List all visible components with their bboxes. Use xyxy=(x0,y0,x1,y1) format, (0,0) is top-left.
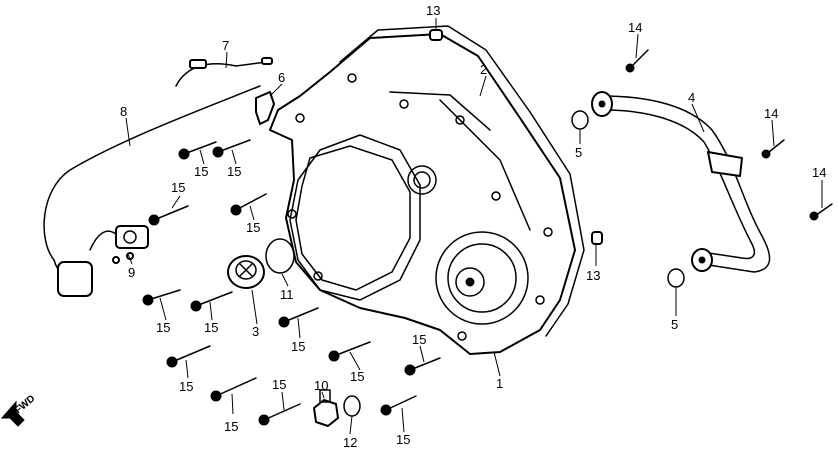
cover-gasket xyxy=(339,25,585,337)
drain-bolt xyxy=(313,389,339,427)
callout-5a: 5 xyxy=(575,145,582,160)
callout-14b: 14 xyxy=(764,106,778,121)
callout-2: 2 xyxy=(480,62,487,77)
callout-14a: 14 xyxy=(628,20,642,35)
bolts-15 xyxy=(142,139,441,426)
oil-pipe xyxy=(591,91,771,273)
callout-9: 9 xyxy=(128,265,135,280)
callout-15c: 15 xyxy=(171,180,185,195)
sealing-washer-upper xyxy=(571,110,589,130)
dowel-pin-lower xyxy=(591,231,603,245)
callout-8: 8 xyxy=(120,104,127,119)
callout-4: 4 xyxy=(688,90,695,105)
callout-13a: 13 xyxy=(426,3,440,18)
callout-15b: 15 xyxy=(227,164,241,179)
callout-15a: 15 xyxy=(194,164,208,179)
bolt-14-a xyxy=(625,49,649,73)
callout-numbers: 1 2 3 4 5 5 6 7 8 9 10 11 12 13 13 14 14… xyxy=(120,3,826,450)
callout-13b: 13 xyxy=(586,268,600,283)
callout-11: 11 xyxy=(280,287,294,302)
callout-15e: 15 xyxy=(156,320,170,335)
drain-bolt-washer xyxy=(343,395,361,417)
oil-pressure-switch xyxy=(112,225,149,264)
callout-7: 7 xyxy=(222,38,229,53)
callout-14c: 14 xyxy=(812,165,826,180)
callout-15l: 15 xyxy=(412,332,426,347)
wire-harness xyxy=(43,85,261,297)
callout-15m: 15 xyxy=(396,432,410,447)
forward-direction-arrow: FWD xyxy=(0,393,38,427)
callout-12: 12 xyxy=(343,435,357,450)
callout-5b: 5 xyxy=(671,317,678,332)
forward-label: FWD xyxy=(13,393,38,416)
bolt-14-b xyxy=(761,139,785,159)
leader-lines xyxy=(125,18,823,435)
callout-15d: 15 xyxy=(246,220,260,235)
callout-10: 10 xyxy=(314,378,328,393)
callout-15f: 15 xyxy=(204,320,218,335)
bolt-14-c xyxy=(809,203,833,221)
switch-wire xyxy=(175,57,273,87)
o-ring xyxy=(265,238,295,274)
callout-6: 6 xyxy=(278,70,285,85)
callout-15j: 15 xyxy=(272,377,286,392)
callout-15k: 15 xyxy=(350,369,364,384)
callout-15g: 15 xyxy=(291,339,305,354)
right-crankcase-cover xyxy=(269,33,576,355)
oil-filler-cap xyxy=(227,255,265,289)
callout-15i: 15 xyxy=(224,419,238,434)
callout-15h: 15 xyxy=(179,379,193,394)
cable-clamp xyxy=(255,91,275,125)
dowel-pin-upper xyxy=(429,29,443,41)
callout-1: 1 xyxy=(496,376,503,391)
callout-3: 3 xyxy=(252,324,259,339)
sealing-washer-lower xyxy=(667,268,685,288)
